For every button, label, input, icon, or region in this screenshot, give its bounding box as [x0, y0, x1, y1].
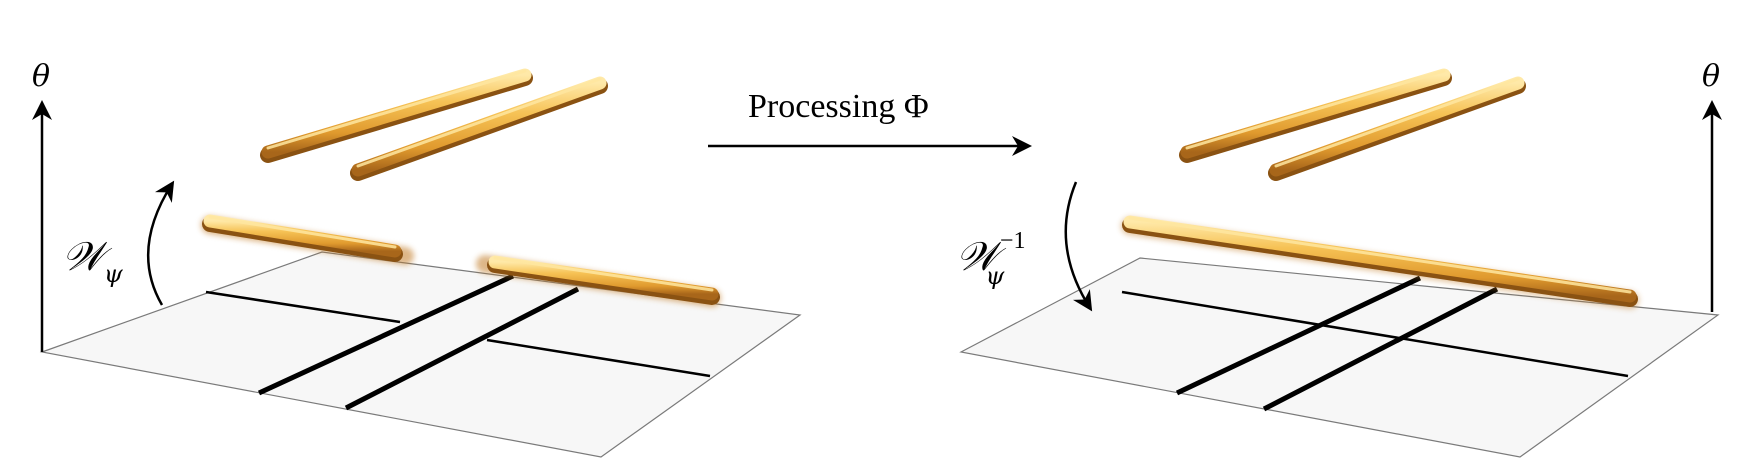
right-lower-rod	[1121, 215, 1639, 309]
right-plane-line-back	[1121, 290, 1629, 378]
processing-label: Processing Φ	[748, 88, 929, 125]
left-plane-line-back	[205, 290, 401, 324]
left-theta-label: θ	[32, 59, 50, 94]
forward-transform-arrow	[146, 180, 175, 306]
left-upper-rods	[260, 68, 608, 181]
left-panel: θ 𝒲ψ	[32, 59, 802, 458]
right-upper-rods	[1179, 68, 1526, 181]
left-plane-line-diag-1	[257, 273, 515, 396]
right-theta-label: θ	[1702, 59, 1720, 94]
left-lower-rod	[201, 214, 721, 307]
inverse-transform-arrow	[1064, 181, 1093, 312]
processing-step: Processing Φ	[708, 88, 1032, 156]
right-plane-line-diag-2	[1262, 286, 1499, 412]
forward-transform-label: 𝒲ψ	[62, 234, 124, 288]
left-ground-plane	[39, 251, 802, 458]
left-plane-line-diag-2	[344, 286, 580, 411]
right-plane-line-diag-1	[1175, 275, 1422, 396]
left-plane-line-front	[486, 338, 711, 378]
